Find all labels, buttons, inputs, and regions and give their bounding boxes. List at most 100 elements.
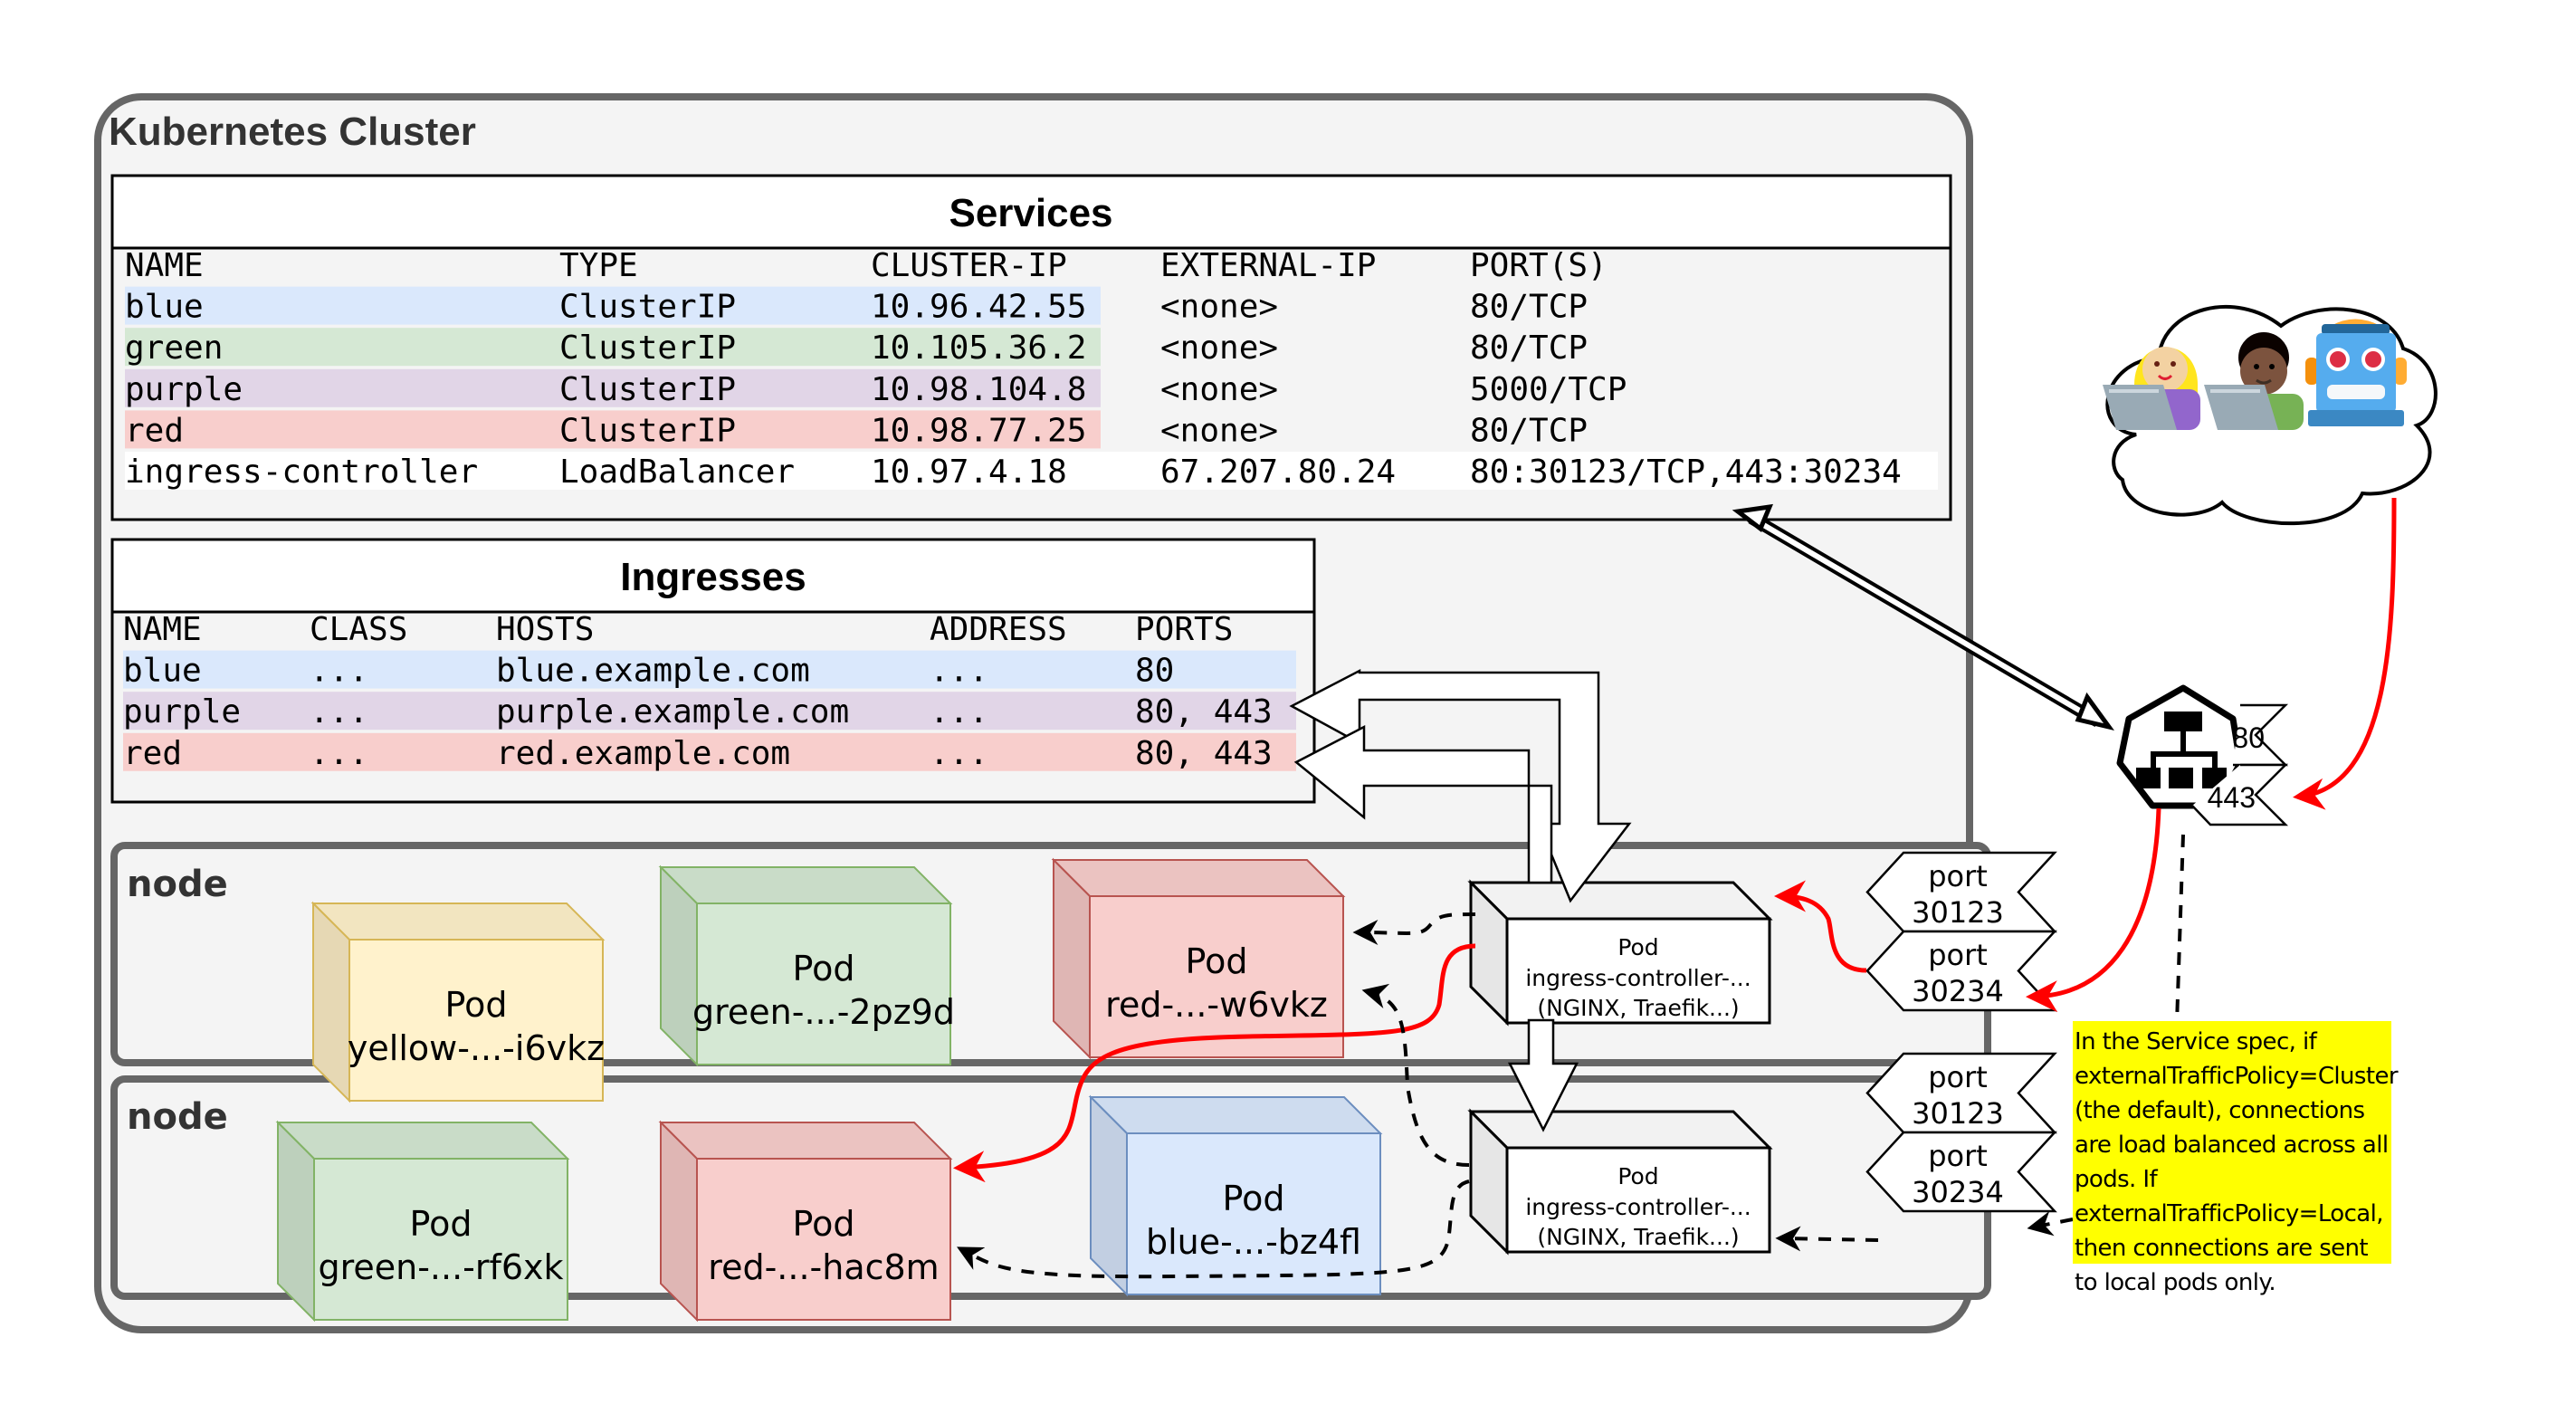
ingresses-row-blue[interactable]: blue...blue.example.com...80 [123, 650, 1296, 690]
external-traffic-policy-note: In the Service spec, if externalTrafficP… [2073, 1021, 2399, 1296]
services-cell-name: green [125, 329, 223, 367]
ingresses-column-header: HOSTS [496, 611, 594, 648]
ingresses-row-red[interactable]: red...red.example.com...80, 443 [123, 732, 1296, 772]
ingresses-cell-address: ... [930, 693, 988, 731]
row-highlight [125, 328, 1101, 367]
services-cell-ports: 5000/TCP [1470, 371, 1627, 408]
services-cell-external_ip: <none> [1160, 329, 1278, 367]
ingresses-cell-ports: 80, 443 [1135, 693, 1273, 731]
man-technologist-icon [2204, 332, 2304, 430]
services-cell-cluster_ip: 10.96.42.55 [871, 289, 1086, 326]
traffic-ingress-to-red-pod-hac8m [953, 943, 1476, 1183]
cluster-title: Kubernetes Cluster [109, 110, 476, 154]
row-highlight [125, 410, 1101, 449]
traffic-nodeport-to-ingress-pod [1774, 880, 1867, 973]
pod-title: Pod [445, 985, 508, 1025]
services-cell-type: ClusterIP [559, 412, 736, 449]
row-highlight [123, 732, 1296, 771]
pod-title: Pod [1223, 1179, 1285, 1218]
ingresses-cell-class: ... [310, 653, 368, 690]
note-to-nodeport-path [2027, 1210, 2074, 1237]
services-cell-type: ClusterIP [559, 289, 736, 326]
services-cell-cluster_ip: 10.98.104.8 [871, 371, 1086, 408]
services-cell-ports: 80/TCP [1470, 329, 1588, 367]
ingresses-row-purple[interactable]: purple...purple.example.com...80, 443 [123, 692, 1296, 731]
lb-port-443[interactable]: 443 [2191, 763, 2289, 826]
pod-subtitle: (NGINX, Traefik...) [1537, 1224, 1739, 1250]
service-lb-link [1732, 503, 2114, 731]
services-cell-type: LoadBalancer [559, 454, 795, 491]
nodeport-value: 30123 [1912, 1096, 2004, 1131]
pod-name: ingress-controller-... [1525, 1194, 1751, 1220]
internet-cloud [2103, 305, 2438, 526]
services-column-header: CLUSTER-IP [871, 247, 1067, 284]
pod-subtitle: (NGINX, Traefik...) [1537, 995, 1739, 1021]
ingresses-cell-hosts: purple.example.com [496, 693, 849, 731]
pod-name: yellow-...-i6vkz [348, 1028, 605, 1068]
services-column-header: EXTERNAL-IP [1160, 247, 1376, 284]
services-cell-ports: 80/TCP [1470, 412, 1588, 449]
ingresses-column-header: CLASS [310, 611, 407, 648]
pod-name: red-...-hac8m [708, 1247, 939, 1287]
ingress-arrow-upper [1289, 668, 1632, 903]
nodeport-label: port [1928, 938, 1988, 972]
nodeport-label: port [1928, 859, 1988, 893]
pod-title: Pod [410, 1204, 472, 1244]
services-cell-name: red [125, 412, 184, 449]
ingresses-cell-name: purple [123, 693, 241, 731]
services-column-header: TYPE [559, 247, 638, 284]
services-cell-name: blue [125, 289, 204, 326]
ingresses-cell-name: blue [123, 653, 202, 690]
nodeport-label: port [1928, 1139, 1988, 1173]
svg-text:443: 443 [2208, 781, 2256, 814]
ingresses-column-header: ADDRESS [930, 611, 1067, 648]
services-cell-type: ClusterIP [559, 329, 736, 367]
dashed-ingress2-to-red-w6vkz [1361, 983, 1470, 1167]
ingress-arrow-lower [1293, 724, 1553, 884]
ingresses-title: Ingresses [620, 555, 806, 599]
services-cell-ports: 80:30123/TCP,443:30234 [1470, 454, 1902, 491]
pod-green-2pz9d[interactable]: Pod green-...-2pz9d [658, 864, 955, 1067]
services-column-header: NAME [125, 247, 204, 284]
pod-title: Pod [793, 1204, 855, 1244]
row-highlight [123, 692, 1296, 731]
nodeport-value: 30123 [1912, 895, 2004, 930]
pod-name: green-...-rf6xk [318, 1247, 563, 1287]
lb-port-80[interactable]: 80 [2232, 703, 2289, 767]
load-balancer[interactable]: 80 443 [2116, 684, 2289, 826]
nodeport-value: 30234 [1912, 974, 2004, 1008]
node-label: node [127, 864, 228, 905]
load-balancer-icon [2136, 712, 2227, 788]
ingresses-column-header: NAME [123, 611, 202, 648]
row-highlight [125, 286, 1101, 325]
ingress-config-arrows [1289, 668, 1632, 1132]
svg-text:80: 80 [2232, 721, 2265, 754]
ingresses-cell-address: ... [930, 735, 988, 772]
pod-title: Pod [1186, 941, 1248, 981]
services-cell-ports: 80/TCP [1470, 289, 1588, 326]
pod-name: ingress-controller-... [1525, 965, 1751, 991]
pod-name: green-...-2pz9d [692, 992, 955, 1032]
services-cell-external_ip: <none> [1160, 371, 1278, 408]
pod-title: Pod [793, 949, 855, 988]
ingresses-cell-ports: 80 [1135, 653, 1174, 690]
